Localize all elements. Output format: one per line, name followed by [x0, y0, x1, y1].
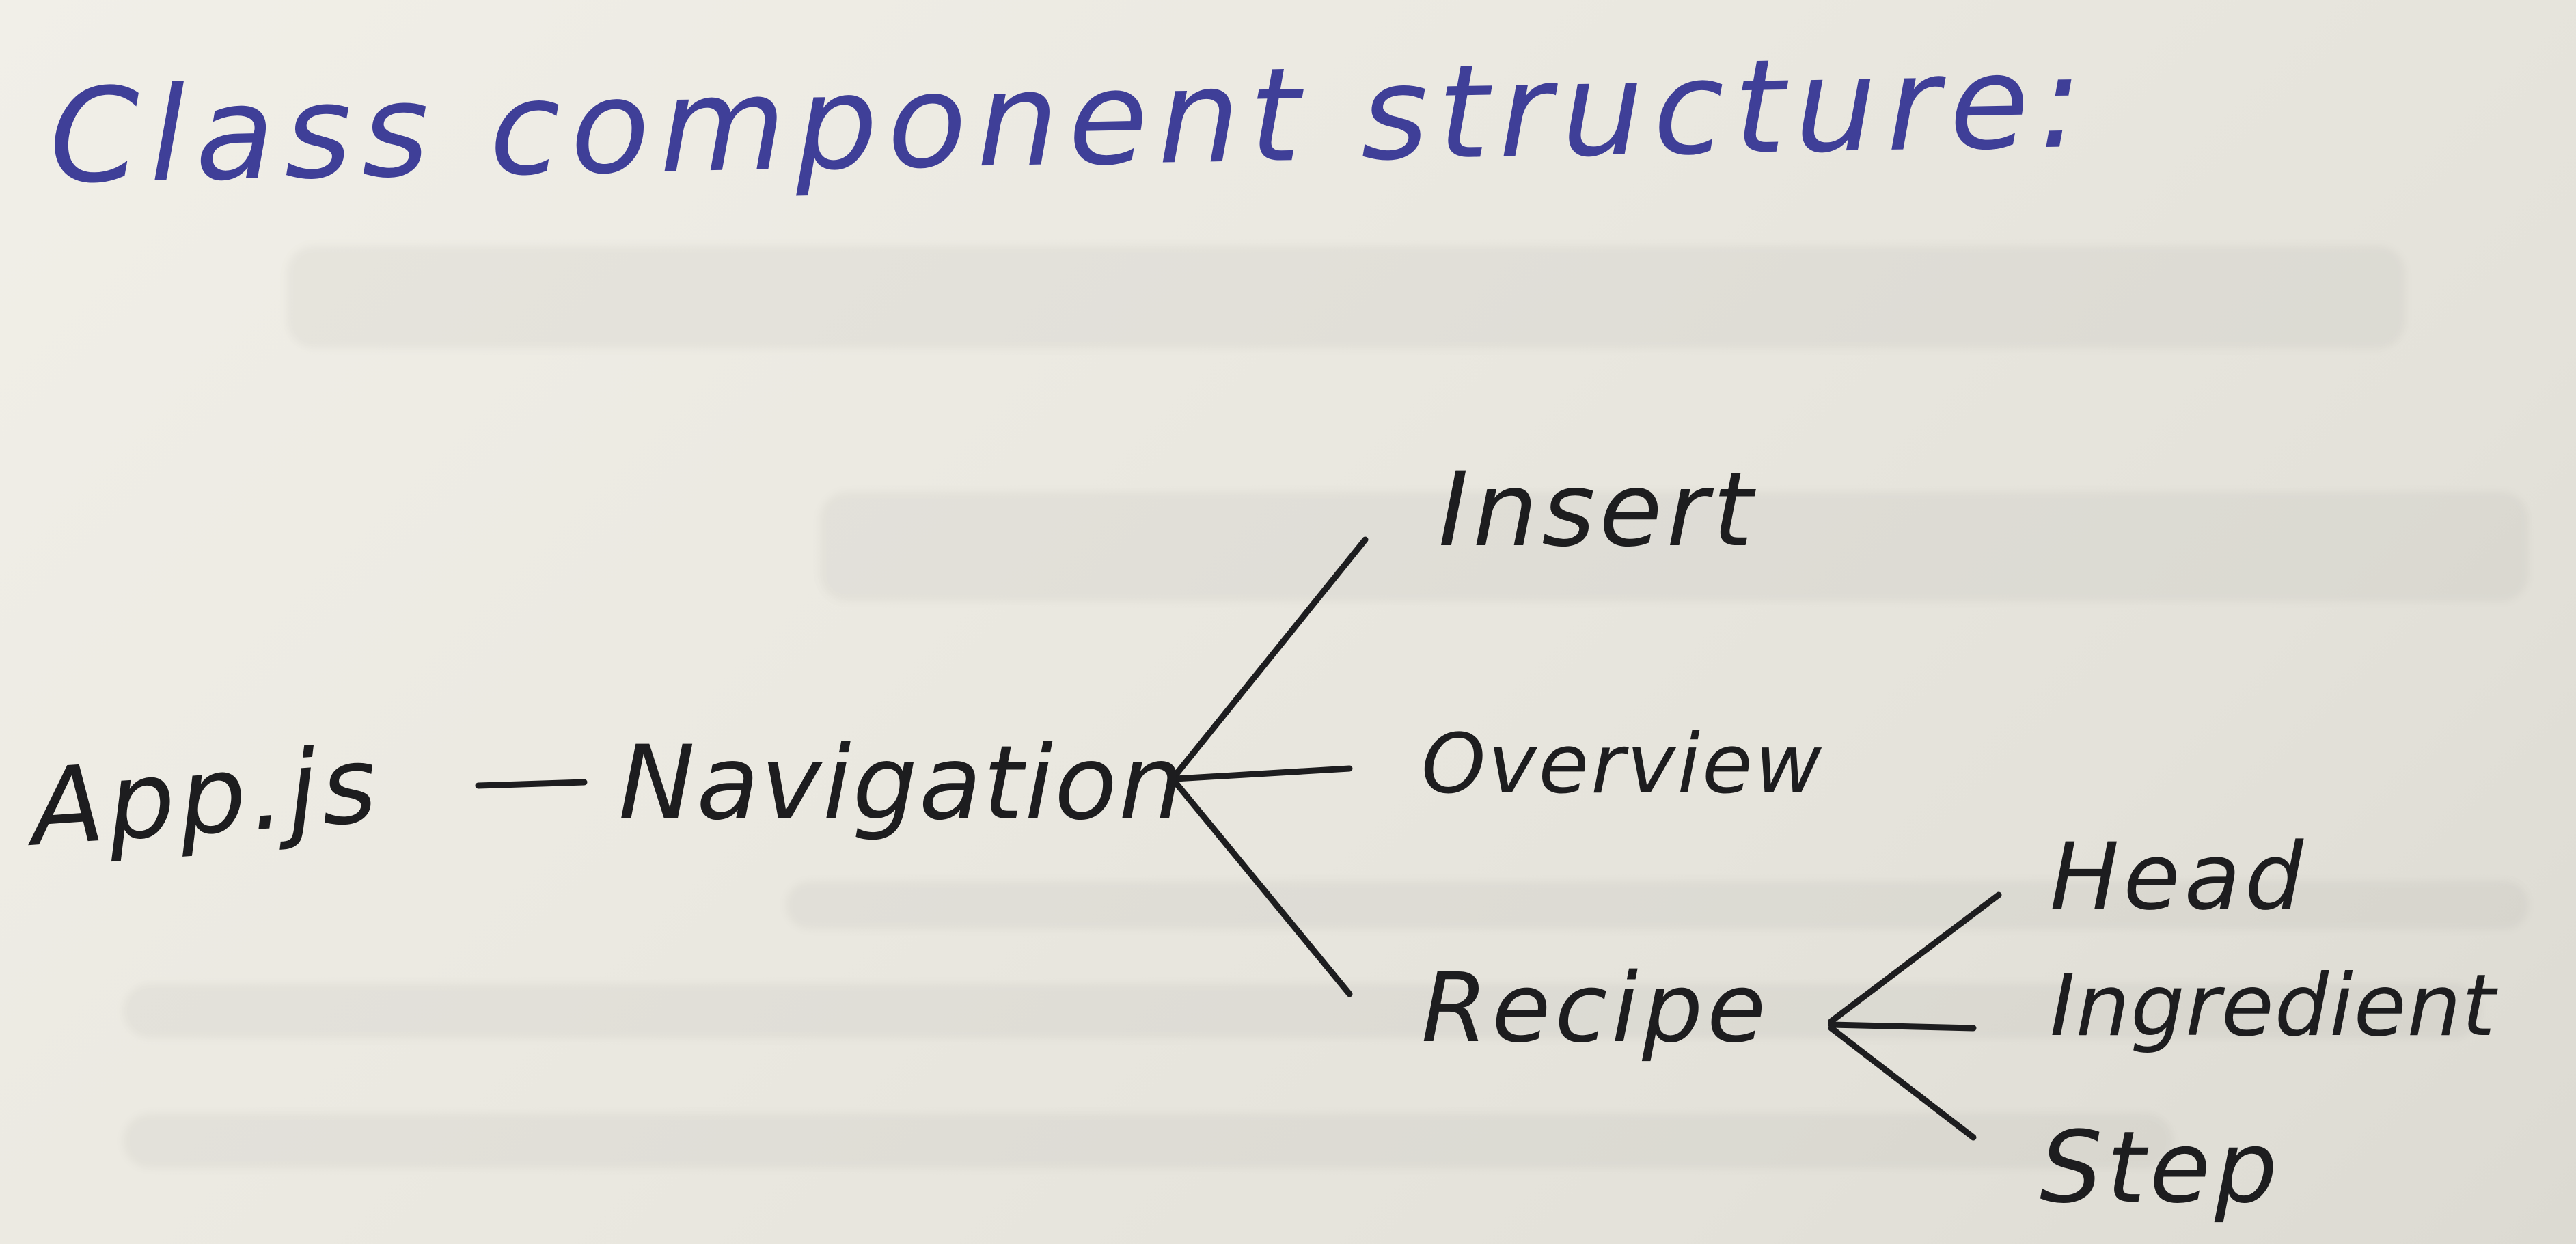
edge-app-navigation	[475, 779, 588, 789]
node-navigation: Navigation	[618, 724, 1186, 843]
edge-navigation-overview	[1172, 765, 1353, 782]
edge-recipe-ingredient	[1828, 1021, 1977, 1032]
node-recipe: Recipe	[1421, 953, 1770, 1064]
edge-recipe-head	[1828, 891, 2002, 1025]
node-head: Head	[2050, 823, 2307, 930]
node-insert: Insert	[1438, 451, 1757, 570]
edge-recipe-step	[1828, 1025, 1977, 1141]
node-ingredient: Ingredient	[2050, 956, 2496, 1055]
edge-navigation-insert	[1172, 536, 1369, 779]
node-step: Step	[2040, 1110, 2282, 1226]
node-app-js: App.js	[27, 722, 385, 870]
node-overview: Overview	[1421, 717, 1824, 812]
edge-navigation-recipe	[1172, 779, 1353, 997]
